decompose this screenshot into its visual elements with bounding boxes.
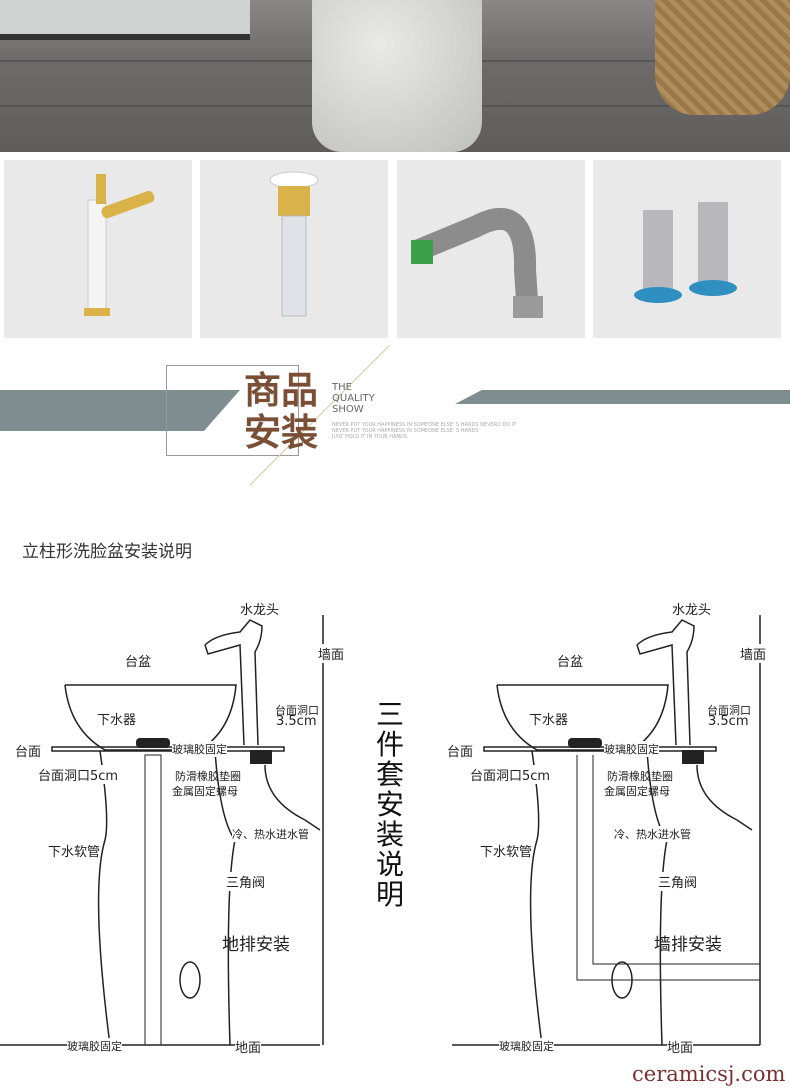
- product-faucet: [4, 160, 192, 338]
- label-floor: 地面: [667, 1037, 694, 1056]
- banner-title-line1: 商品: [244, 369, 318, 412]
- label-nut: 金属固定螺母: [604, 785, 670, 798]
- label-inlet-hose: 冷、热水进水管: [614, 826, 691, 842]
- label-inlet-hose: 冷、热水进水管: [232, 826, 309, 842]
- banner-title-line2: 安装: [244, 411, 318, 454]
- tagline-2: NEVER PUT YOUR HAPPINESS IN SOMEONE ELSE…: [332, 428, 479, 434]
- banner-sub-show: SHOW: [332, 404, 364, 415]
- label-wall: 墙面: [318, 644, 345, 663]
- label-faucet-hole: 台面洞口: [275, 704, 319, 717]
- diagram-linework: [452, 615, 761, 1046]
- section-title: 立柱形洗脸盆安装说明: [22, 542, 192, 562]
- label-faucet: 水龙头: [240, 603, 280, 618]
- label-glass-glue: 玻璃胶固定: [604, 741, 659, 757]
- wall-art: [0, 0, 250, 40]
- label-gasket: 防滑橡胶垫圈: [175, 770, 241, 783]
- banner-title: 商品 安装: [244, 370, 318, 454]
- hero-photo: [0, 0, 790, 152]
- label-wall: 墙面: [740, 644, 767, 663]
- label-faucet-hole-size: 3.5cm: [708, 714, 749, 729]
- diagram-wall-drain: 水龙头 墙面 台盆 台面洞口 3.5cm 下水器 台面 玻璃胶固定 台面洞口5c…: [432, 590, 790, 1060]
- label-glue-bottom: 玻璃胶固定: [499, 1038, 554, 1054]
- label-drain: 下水器: [97, 713, 137, 728]
- diagram-floor-drain: 水龙头 墙面 台盆 台面洞口 3.5cm 下水器 台面 玻璃胶固定 台面洞口5c…: [0, 590, 360, 1060]
- label-glass-glue: 玻璃胶固定: [172, 741, 227, 757]
- product-pop-up-drain: [200, 160, 388, 338]
- watermark: ceramicsj.com: [632, 1062, 786, 1086]
- label-glue-bottom: 玻璃胶固定: [67, 1038, 122, 1054]
- label-basin: 台盆: [125, 655, 152, 670]
- label-angle-valve: 三角阀: [658, 872, 698, 891]
- banner-subtitle: THE QUALITY SHOW: [332, 382, 375, 415]
- label-drain: 下水器: [529, 713, 569, 728]
- label-drain-hose: 下水软管: [48, 841, 101, 860]
- label-basin: 台盆: [557, 655, 584, 670]
- banner-bar-left: [0, 390, 240, 431]
- tagline-3: JUST HOLD IT IN YOUR HANDS: [332, 434, 408, 440]
- banner-sub-quality: QUALITY: [332, 393, 375, 404]
- product-drain-hose: [397, 160, 585, 338]
- label-faucet: 水龙头: [672, 603, 712, 618]
- tagline-1: NEVER PUT YOUR HAPPINESS IN SOMEONE ELSE…: [332, 422, 517, 428]
- label-drain-hole: 台面洞口5cm: [38, 765, 119, 784]
- banner-frame: [166, 365, 299, 456]
- label-countertop: 台面: [447, 745, 474, 760]
- banner-diagonal-line: [249, 345, 391, 486]
- banner-tagline: NEVER PUT YOUR HAPPINESS IN SOMEONE ELSE…: [332, 422, 516, 440]
- label-countertop: 台面: [15, 745, 42, 760]
- label-drain-hose: 下水软管: [480, 841, 533, 860]
- label-faucet-hole: 台面洞口: [707, 704, 751, 717]
- product-angle-valves: [593, 160, 781, 338]
- label-angle-valve: 三角阀: [226, 872, 266, 891]
- label-drain-hole: 台面洞口5cm: [470, 765, 551, 784]
- label-floor: 地面: [235, 1037, 262, 1056]
- center-title: 三件套安装说明: [376, 698, 405, 911]
- banner-sub-the: THE: [332, 382, 352, 393]
- diagram-linework: [0, 615, 324, 1046]
- basket-photo: [655, 0, 790, 115]
- label-gasket: 防滑橡胶垫圈: [607, 770, 673, 783]
- label-install-type: 墙排安装: [654, 935, 722, 955]
- banner-bar-right: [455, 390, 790, 404]
- pedestal-basin-photo: [312, 0, 482, 152]
- label-nut: 金属固定螺母: [172, 785, 238, 798]
- label-install-type: 地排安装: [222, 935, 290, 955]
- label-faucet-hole-size: 3.5cm: [276, 714, 317, 729]
